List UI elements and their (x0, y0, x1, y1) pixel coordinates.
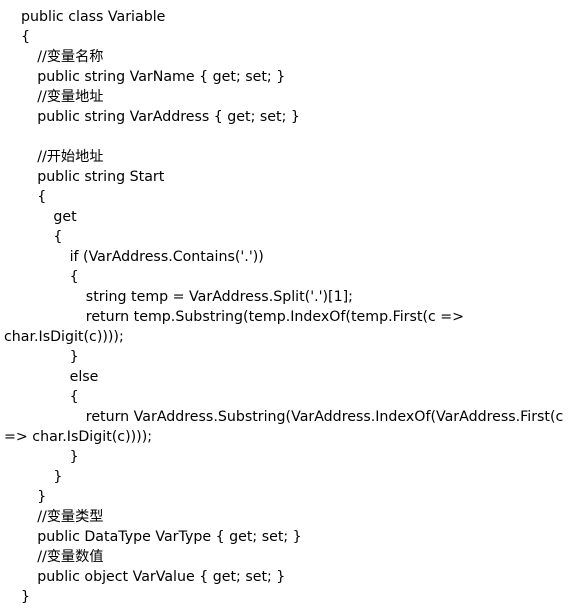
code-line: //变量数值 (37, 549, 104, 565)
code-line: public string VarAddress { get; set; } (37, 109, 300, 125)
code-line: } (37, 489, 47, 505)
code-line: { (53, 229, 63, 245)
code-line: if (VarAddress.Contains('.')) (69, 249, 264, 265)
code-line: public string VarName { get; set; } (37, 69, 286, 85)
code-line (21, 127, 586, 147)
code-line: => char.IsDigit(c)))); (4, 429, 153, 445)
code-line: public string Start (37, 169, 165, 185)
code-line: //变量类型 (37, 509, 104, 525)
code-line: char.IsDigit(c)))); (4, 329, 124, 345)
code-line: string temp = VarAddress.Split('.')[1]; (85, 289, 353, 305)
code-line: } (69, 449, 79, 465)
code-line: return temp.Substring(temp.IndexOf(temp.… (85, 309, 465, 325)
code-line: public class Variable (21, 9, 166, 25)
code-line: //开始地址 (37, 149, 104, 165)
code-line: return VarAddress.Substring(VarAddress.I… (85, 409, 564, 425)
code-line: else (69, 369, 99, 385)
code-line: { (21, 29, 31, 45)
code-line: public DataType VarType { get; set; } (37, 529, 302, 545)
code-line: //变量地址 (37, 89, 104, 105)
code-line: //变量名称 (37, 49, 104, 65)
code-line: } (21, 589, 31, 605)
code-line: } (53, 469, 63, 485)
code-line: } (69, 349, 79, 365)
code-line: { (69, 269, 79, 285)
code-line: get (53, 209, 77, 225)
code-line: { (69, 389, 79, 405)
code-line: public object VarValue { get; set; } (37, 569, 286, 585)
code-line: { (37, 189, 47, 205)
code-snippet: public class Variable { //变量名称 public strin… (0, 7, 586, 607)
